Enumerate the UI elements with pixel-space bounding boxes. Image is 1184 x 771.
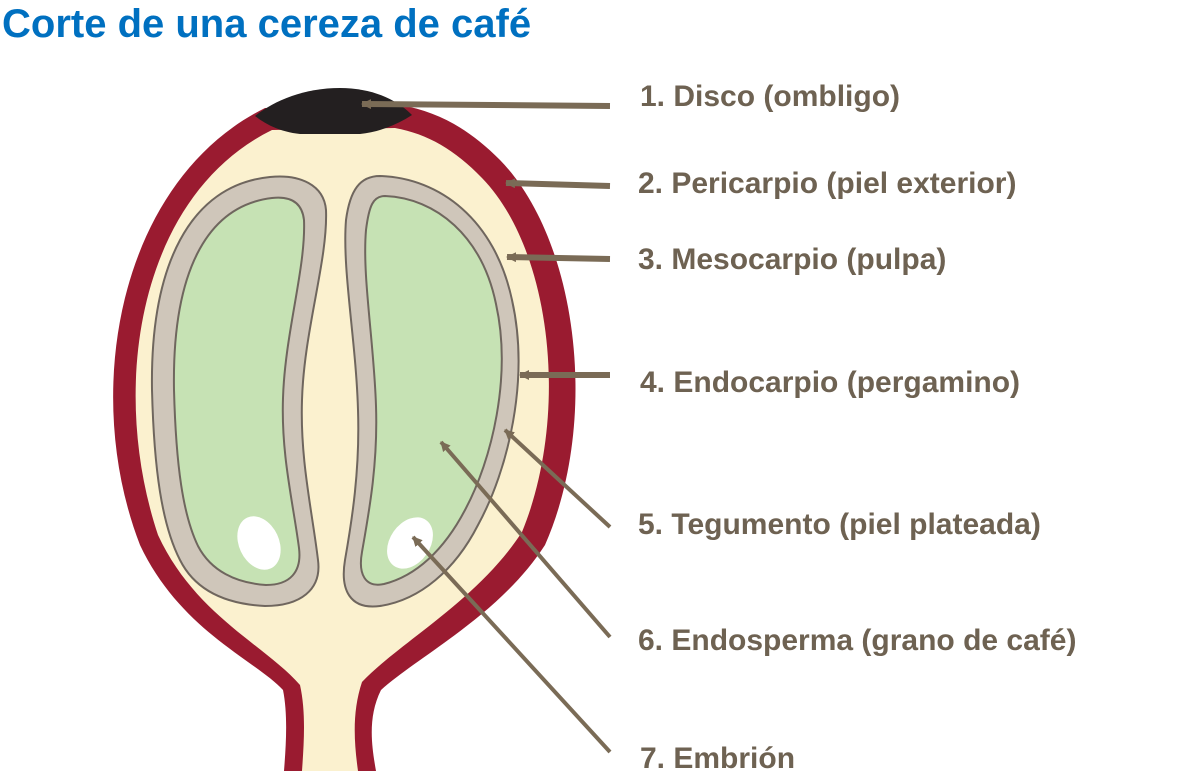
- arrow-endosperma: [439, 440, 612, 639]
- arrow-mesocarpio: [506, 252, 611, 263]
- label-endosperma: 6. Endosperma (grano de café): [638, 624, 1076, 657]
- disc-umbilicus: [255, 88, 412, 134]
- arrow-tegumento: [503, 428, 612, 529]
- left-bean-endosperm: [183, 205, 295, 574]
- label-endocarpio: 4. Endocarpio (pergamino): [640, 366, 1020, 399]
- left-embryo: [237, 516, 281, 570]
- right-bean-silverskin: [360, 194, 503, 586]
- page-title: Corte de una cereza de café: [2, 2, 532, 46]
- label-disco: 1. Disco (ombligo): [640, 80, 900, 113]
- arrow-disco: [361, 99, 611, 110]
- arrow-embrion: [411, 535, 612, 754]
- label-embrion: 7. Embrión: [640, 742, 795, 771]
- label-mesocarpio: 3. Mesocarpio (pulpa): [638, 243, 946, 276]
- right-embryo: [387, 517, 433, 569]
- label-tegumento: 5. Tegumento (piel plateada): [638, 508, 1041, 541]
- label-pericarpio: 2. Pericarpio (piel exterior): [638, 167, 1016, 200]
- arrow-pericarpio: [505, 178, 611, 189]
